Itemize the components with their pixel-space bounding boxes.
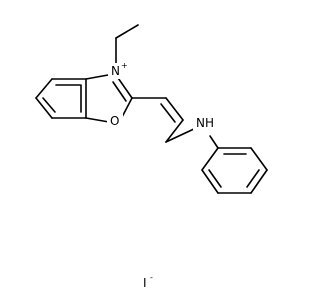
bond-vinyl-double-inner	[160, 103, 176, 123]
bond-vinyl-c	[165, 119, 184, 143]
bond-c7-c6-inner	[42, 97, 56, 113]
bond-ph-4	[250, 169, 268, 194]
molecule-diagram: N + O NH I -	[35, 24, 268, 291]
bond-n-c2-double	[112, 81, 127, 102]
bond-n-c3a	[85, 74, 109, 80]
iodide-negative-charge: -	[150, 273, 153, 282]
oxygen-label: O	[110, 114, 119, 128]
structure-canvas: N + O NH I -	[35, 24, 268, 291]
amine-label: NH	[196, 116, 214, 130]
bond-ph-inner-2	[246, 169, 260, 188]
nitrogen-positive-charge: +	[121, 61, 128, 70]
bond-c-nh	[165, 127, 197, 143]
bond-ph-2	[201, 169, 219, 194]
bond-c7-c6	[35, 97, 53, 119]
bond-nh-ph	[209, 135, 219, 149]
bond-ethyl-ch3	[115, 24, 139, 39]
nitrogen-cation-label: N	[111, 64, 120, 78]
label-mask-layer	[107, 63, 218, 291]
bond-ph-1	[201, 147, 219, 171]
iodide-label: I	[143, 276, 147, 290]
bond-o-c7a	[85, 117, 110, 123]
atom-label-layer: N + O NH I -	[110, 61, 214, 290]
bond-layer	[35, 24, 268, 194]
bond-vinyl-double	[165, 97, 184, 121]
bond-ph-5	[250, 147, 268, 171]
bond-c6-c5	[35, 78, 53, 99]
bond-ph-inner-1	[208, 169, 222, 188]
